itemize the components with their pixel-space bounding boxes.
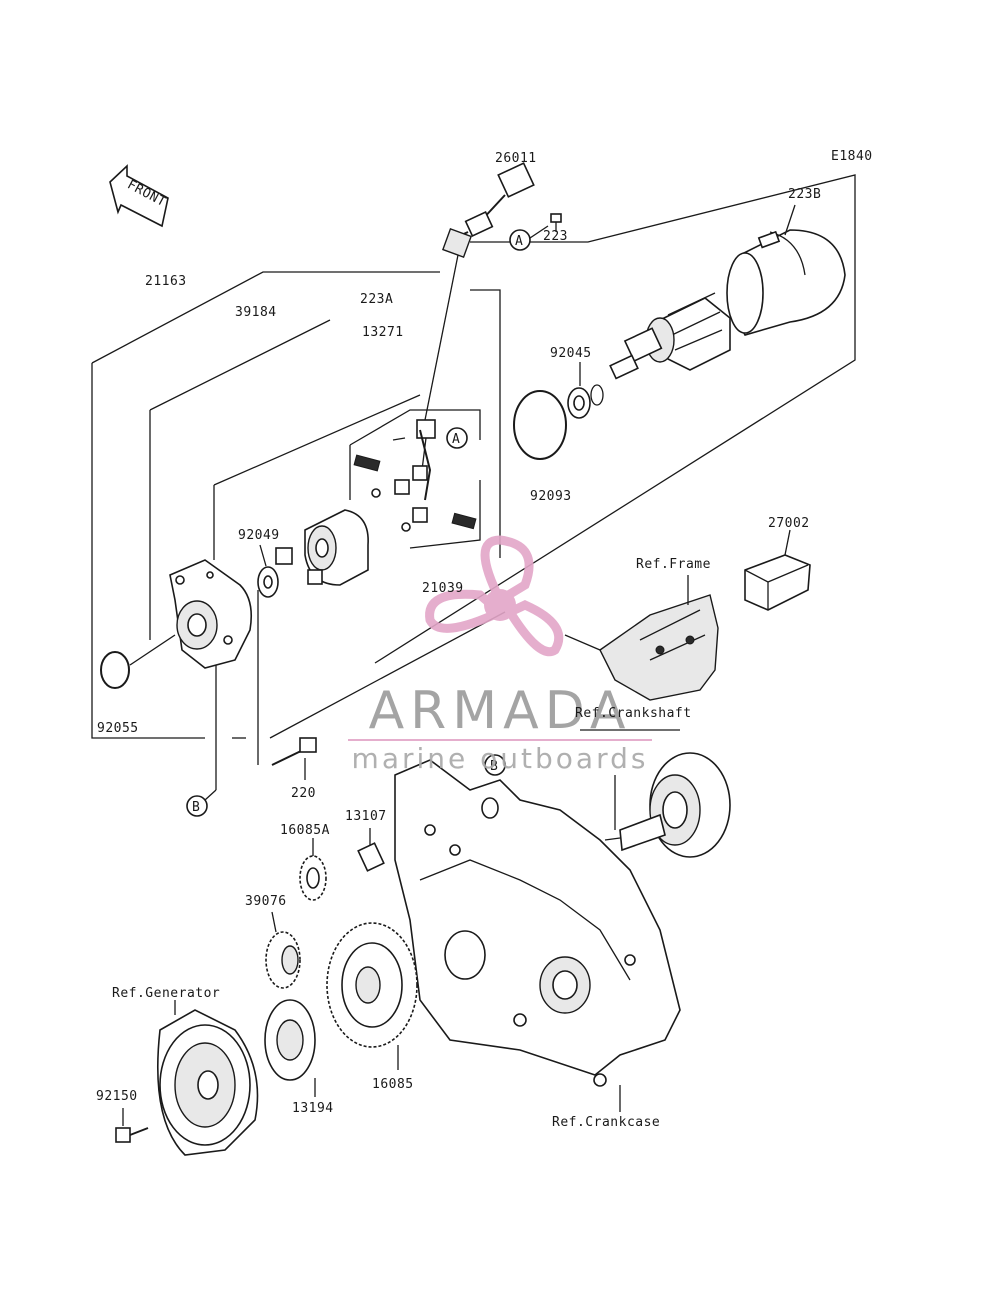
label-26011: 26011 [495, 151, 537, 166]
label-13107: 13107 [345, 809, 387, 824]
front-arrow-icon: FRONT [109, 164, 169, 228]
label-220: 220 [291, 786, 316, 801]
bolt-92150 [115, 1108, 149, 1143]
reduction-housing [169, 559, 253, 669]
label-16085A: 16085A [280, 823, 330, 838]
callout-a-top: A [509, 229, 531, 251]
pin-13107 [357, 828, 385, 872]
relay-27002 [744, 529, 811, 611]
o-ring-92055 [100, 634, 176, 689]
watermark-tagline: marine outboards [352, 742, 649, 775]
armature [609, 292, 731, 380]
seal-92049 [257, 544, 279, 598]
label-21039: 21039 [422, 581, 464, 596]
crankshaft [580, 729, 731, 858]
label-92150: 92150 [96, 1089, 138, 1104]
reference-labels: Ref.Frame Ref.Crankshaft Ref.Generator R… [112, 557, 711, 1130]
callout-b-left: B [186, 665, 217, 817]
ref-frame: Ref.Frame [636, 557, 711, 572]
ref-crankcase: Ref.Crankcase [552, 1115, 660, 1130]
armada-watermark-logo: ARMADA marine outboards [348, 535, 652, 775]
gear-16085A [299, 838, 327, 901]
label-92049: 92049 [238, 528, 280, 543]
label-21163: 21163 [145, 274, 187, 289]
label-223B: 223B [788, 187, 821, 202]
callout-a-middle: A [446, 427, 468, 449]
clutch-13194 [264, 999, 316, 1097]
bolt-220 [257, 590, 317, 780]
ref-crankshaft: Ref.Crankshaft [575, 706, 692, 721]
label-92045: 92045 [550, 346, 592, 361]
o-ring-92093 [513, 390, 567, 460]
label-223A: 223A [360, 292, 393, 307]
label-16085: 16085 [372, 1077, 414, 1092]
label-13194: 13194 [292, 1101, 334, 1116]
diagram-code: E1840 [831, 149, 873, 164]
gear-39076 [265, 911, 301, 989]
end-cover [275, 509, 369, 586]
callout-b-right: B [484, 754, 506, 776]
label-92093: 92093 [530, 489, 572, 504]
frame-section [564, 575, 719, 701]
bolt-223 [529, 213, 562, 239]
crankcase [394, 759, 681, 1112]
bearing-92045 [567, 362, 604, 419]
svg-text:B: B [490, 759, 498, 774]
part-labels: 26011 223 223B 21163 39184 223A 13271 92… [96, 151, 821, 1116]
svg-text:B: B [192, 800, 200, 815]
gear-16085 [326, 922, 418, 1070]
svg-text:A: A [452, 432, 460, 447]
generator-rotor [157, 1000, 259, 1156]
label-223: 223 [543, 229, 568, 244]
label-13271: 13271 [362, 325, 404, 340]
label-92055: 92055 [97, 721, 139, 736]
ref-generator: Ref.Generator [112, 986, 220, 1001]
brush-holder-group [349, 409, 481, 549]
label-27002: 27002 [768, 516, 810, 531]
label-39184: 39184 [235, 305, 277, 320]
propeller-icon [425, 535, 564, 657]
svg-text:A: A [515, 234, 523, 249]
watermark-name: ARMADA [369, 681, 632, 741]
group-outline [91, 174, 856, 739]
label-39076: 39076 [245, 894, 287, 909]
starter-lead-harness [416, 162, 535, 471]
starter-motor-housing [726, 204, 846, 336]
